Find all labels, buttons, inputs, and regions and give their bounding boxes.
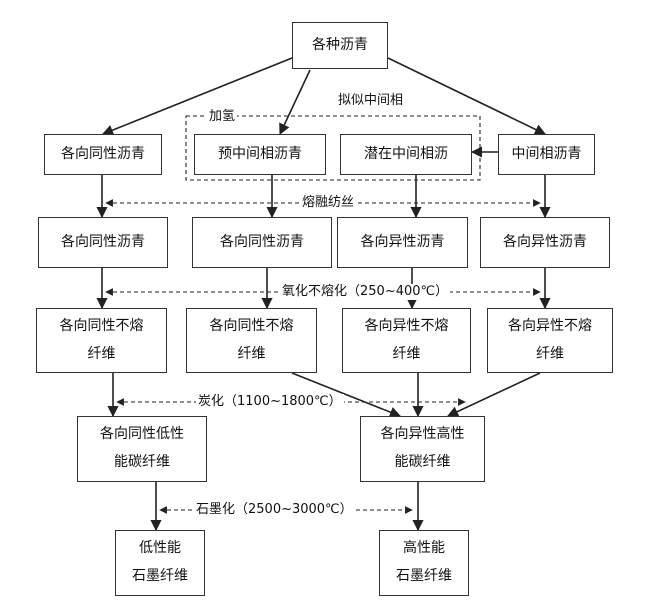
node-label: 各种沥青 [312,36,368,53]
node-spun-isotropic-pitch-2: 各向同性沥青 [192,217,332,268]
node-pre-mesophase-pitch: 预中间相沥青 [194,134,326,175]
arrow-source-to-meso [387,57,547,135]
node-label-line2: 能碳纤维 [114,454,170,471]
node-label-line1: 各向异性高性 [380,426,465,443]
node-label: 各向同性沥青 [61,145,145,162]
node-label-line1: 各向同性低性 [100,426,184,443]
node-label: 潜在中间相沥 [364,145,448,162]
node-stabilized-anisotropic-fiber-2: 各向异性不熔 纤维 [487,308,613,373]
node-stabilized-anisotropic-fiber-1: 各向异性不熔 纤维 [342,308,471,373]
node-stabilized-isotropic-fiber-2: 各向同性不熔 纤维 [186,308,317,373]
node-label-line2: 纤维 [87,345,116,362]
node-label-line2: 纤维 [237,345,266,362]
node-high-perf-graphite-fiber: 高性能 石墨纤维 [379,530,469,596]
node-spun-isotropic-pitch-1: 各向同性沥青 [38,217,168,268]
arrow-stab-aniso2-to-carbon-high [446,372,541,417]
label-graphitization: 石墨化（2500~3000℃） [194,502,355,518]
node-isotropic-low-perf-carbon-fiber: 各向同性低性 能碳纤维 [77,416,207,482]
label-melt-spinning: 熔融纺丝 [300,195,357,211]
label-pseudo-mesophase: 拟似中间相 [336,93,406,109]
node-label: 各向同性沥青 [220,233,304,250]
node-isotropic-pitch: 各向同性沥青 [44,134,162,175]
node-label: 各向异性沥青 [503,233,587,250]
arrow-stab-iso2-to-carbon-high [291,372,402,418]
node-label: 预中间相沥青 [218,145,302,162]
arrow-source-to-pre-meso [279,69,311,136]
node-label-line1: 各向同性不熔 [209,318,294,334]
node-spun-anisotropic-pitch-1: 各向异性沥青 [337,217,468,268]
label-carbonization: 炭化（1100~1800℃） [196,394,344,410]
arrow-source-to-iso [101,57,293,136]
node-label-line1: 高性能 [403,540,445,557]
node-label-line1: 各向同性不熔 [59,318,144,334]
node-low-perf-graphite-fiber: 低性能 石墨纤维 [115,530,205,596]
node-various-pitch: 各种沥青 [292,22,388,69]
node-label: 各向异性沥青 [360,233,445,250]
node-latent-mesophase-pitch: 潜在中间相沥 [340,134,472,175]
node-mesophase-pitch: 中间相沥青 [498,134,595,175]
node-label-line1: 低性能 [139,540,181,557]
node-anisotropic-high-perf-carbon-fiber: 各向异性高性 能碳纤维 [360,416,485,482]
node-label: 中间相沥青 [511,145,582,162]
node-label-line2: 纤维 [536,345,564,362]
node-spun-anisotropic-pitch-2: 各向异性沥青 [480,217,610,268]
node-label-line1: 各向异性不熔 [364,318,449,334]
node-label-line2: 石墨纤维 [396,568,452,585]
node-label-line1: 各向异性不熔 [508,318,592,334]
node-label-line2: 石墨纤维 [132,568,188,585]
node-label-line2: 能碳纤维 [394,454,451,471]
node-label-line2: 纤维 [392,345,421,362]
pseudo-meso-dashed-group [185,115,481,181]
node-label: 各向同性沥青 [61,233,145,250]
label-hydrogenation: 加氢 [207,109,238,125]
label-stabilization: 氧化不熔化（250~400℃） [280,284,451,300]
node-stabilized-isotropic-fiber-1: 各向同性不熔 纤维 [36,308,167,373]
